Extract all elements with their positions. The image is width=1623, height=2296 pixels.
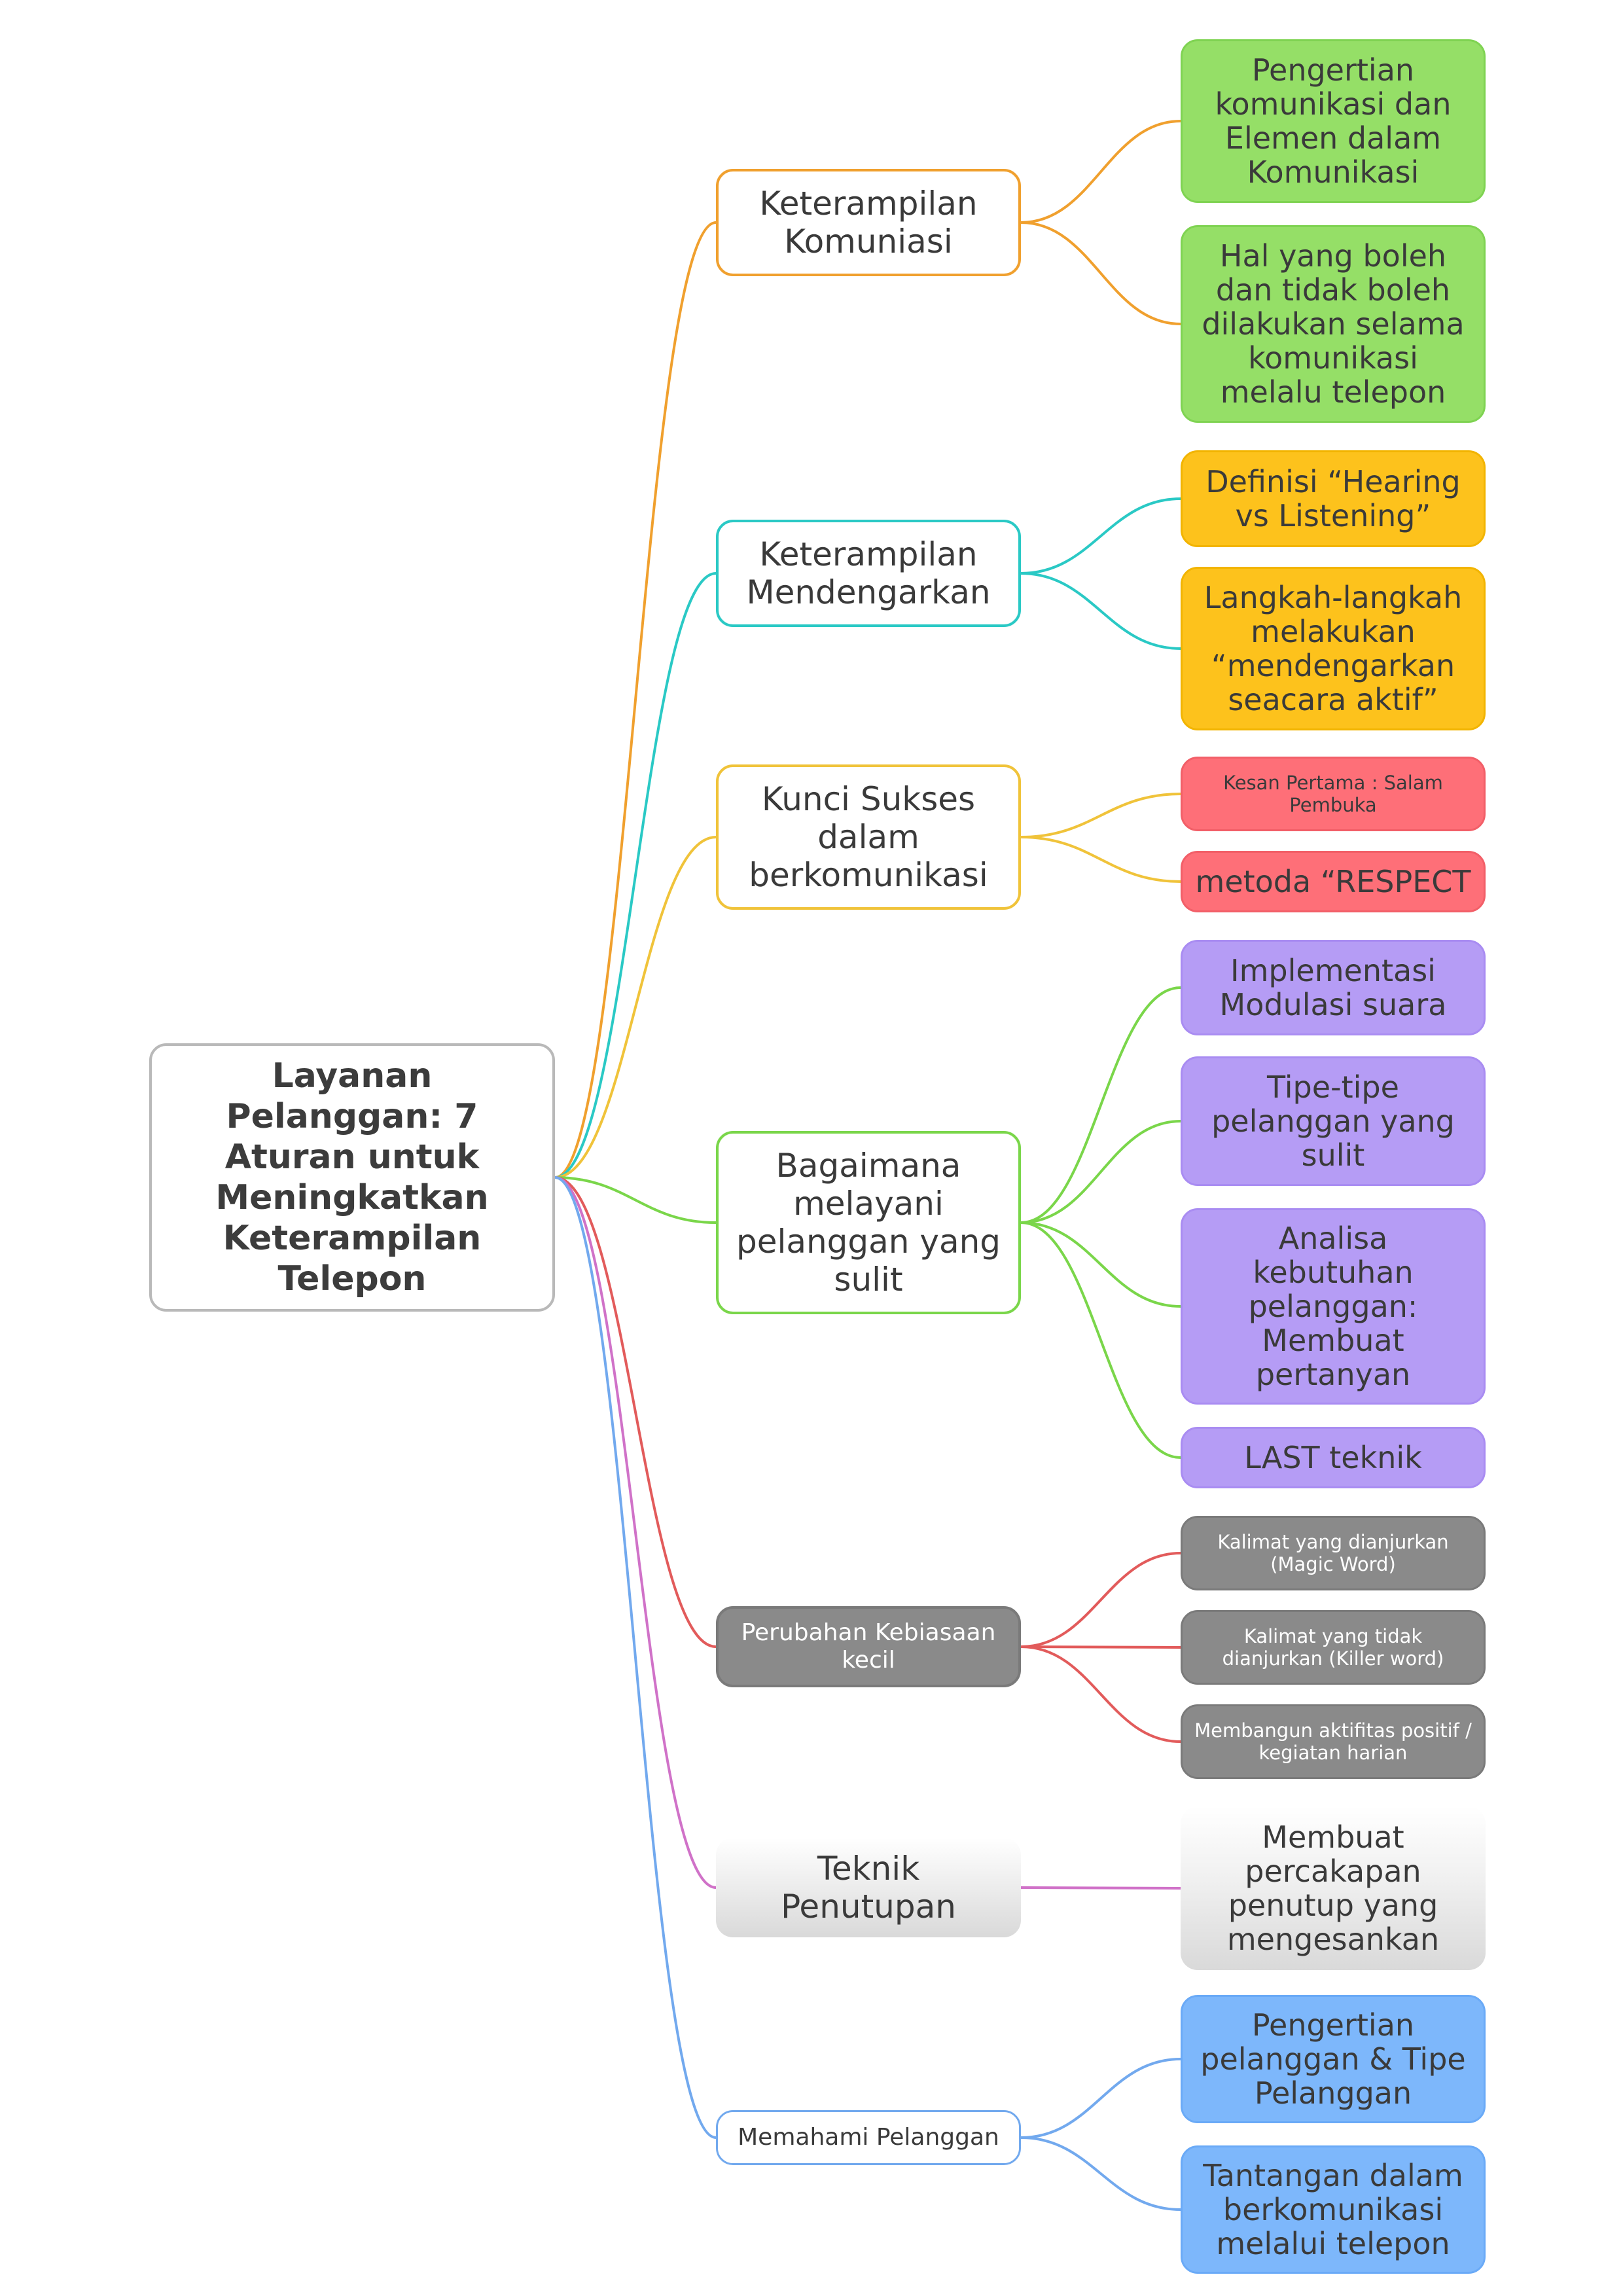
branch-leaf-connector <box>1020 986 1181 1224</box>
leaf-killer-word[interactable]: Kalimat yang tidak dianjurkan (Killer wo… <box>1181 1610 1486 1685</box>
leaf-metoda-respect[interactable]: metoda “RESPECT <box>1181 851 1486 912</box>
branch-keterampilan-komunikasi[interactable]: Keterampilan Komuniasi <box>716 169 1021 276</box>
branch-leaf-connector <box>1020 1221 1181 1308</box>
branch-perubahan-kebiasaan[interactable]: Perubahan Kebiasaan kecil <box>716 1606 1021 1687</box>
leaf-magic-word[interactable]: Kalimat yang dianjurkan (Magic Word) <box>1181 1516 1486 1590</box>
branch-leaf-connector <box>1020 793 1181 838</box>
leaf-last-teknik[interactable]: LAST teknik <box>1181 1427 1486 1488</box>
branch-keterampilan-mendengarkan[interactable]: Keterampilan Mendengarkan <box>716 520 1021 627</box>
leaf-kesan-pertama[interactable]: Kesan Pertama : Salam Pembuka <box>1181 757 1486 831</box>
branch-label: Perubahan Kebiasaan kecil <box>741 1619 996 1674</box>
root-branch-connector <box>554 836 717 1179</box>
branch-melayani-pelanggan-sulit[interactable]: Bagaimana melayani pelanggan yang sulit <box>716 1131 1021 1314</box>
root-branch-connector <box>554 221 717 1179</box>
root-label: Layanan Pelanggan: 7 Aturan untuk Mening… <box>215 1056 489 1299</box>
leaf-langkah-mendengarkan[interactable]: Langkah-langkah melakukan “mendengarkan … <box>1181 567 1486 730</box>
leaf-definisi-hearing[interactable]: Definisi “Hearing vs Listening” <box>1181 450 1486 547</box>
branch-leaf-connector <box>1020 221 1181 325</box>
branch-label: Keterampilan Komuniasi <box>759 185 978 260</box>
leaf-pengertian-pelanggan[interactable]: Pengertian pelanggan & Tipe Pelanggan <box>1181 1995 1486 2123</box>
leaf-aktifitas-positif[interactable]: Membangun aktifitas positif / kegiatan h… <box>1181 1704 1486 1779</box>
leaf-tipe-pelanggan-sulit[interactable]: Tipe-tipe pelanggan yang sulit <box>1181 1056 1486 1186</box>
leaf-label: Membangun aktifitas positif / kegiatan h… <box>1194 1719 1472 1764</box>
branch-teknik-penutupan[interactable]: Teknik Penutupan <box>716 1838 1021 1937</box>
root-branch-connector <box>554 1176 717 1648</box>
branch-leaf-connector <box>1020 1120 1181 1224</box>
leaf-label: Kesan Pertama : Salam Pembuka <box>1223 772 1443 816</box>
branch-label: Teknik Penutupan <box>781 1850 956 1926</box>
leaf-percakapan-penutup[interactable]: Membuat percakapan penutup yang mengesan… <box>1181 1806 1486 1970</box>
root-branch-connector <box>554 1176 717 1889</box>
leaf-label: Hal yang boleh dan tidak boleh dilakukan… <box>1202 238 1465 410</box>
leaf-tantangan-komunikasi[interactable]: Tantangan dalam berkomunikasi melalui te… <box>1181 2145 1486 2274</box>
leaf-label: Tipe-tipe pelanggan yang sulit <box>1211 1069 1455 1173</box>
leaf-hal-boleh-tidak-boleh[interactable]: Hal yang boleh dan tidak boleh dilakukan… <box>1181 225 1486 423</box>
branch-leaf-connector <box>1020 572 1181 650</box>
branch-label: Keterampilan Mendengarkan <box>746 535 991 611</box>
branch-label: Memahami Pelanggan <box>738 2124 999 2151</box>
branch-memahami-pelanggan[interactable]: Memahami Pelanggan <box>716 2110 1021 2165</box>
leaf-label: Implementasi Modulasi suara <box>1219 953 1447 1022</box>
branch-leaf-connector <box>1020 497 1181 575</box>
leaf-label: Tantangan dalam berkomunikasi melalui te… <box>1203 2158 1463 2261</box>
branch-leaf-connector <box>1020 2136 1181 2211</box>
branch-leaf-connector <box>1020 2058 1181 2139</box>
branch-leaf-connector <box>1020 1645 1181 1743</box>
leaf-pengertian-komunikasi[interactable]: Pengertian komunikasi dan Elemen dalam K… <box>1181 39 1486 203</box>
leaf-label: Kalimat yang tidak dianjurkan (Killer wo… <box>1222 1625 1444 1670</box>
branch-leaf-connector <box>1020 1552 1181 1648</box>
leaf-label: Pengertian pelanggan & Tipe Pelanggan <box>1200 2007 1466 2111</box>
root-branch-connector <box>554 572 717 1179</box>
branch-label: Kunci Sukses dalam berkomunikasi <box>749 780 988 894</box>
branch-leaf-connector <box>1020 836 1181 883</box>
leaf-label: Langkah-langkah melakukan “mendengarkan … <box>1204 580 1463 717</box>
root-branch-connector <box>554 1176 717 2139</box>
leaf-label: Definisi “Hearing vs Listening” <box>1205 464 1461 533</box>
leaf-analisa-kebutuhan[interactable]: Analisa kebutuhan pelanggan: Membuat per… <box>1181 1208 1486 1405</box>
branch-label: Bagaimana melayani pelanggan yang sulit <box>736 1147 1001 1299</box>
branch-leaf-connector <box>1020 1221 1181 1459</box>
leaf-label: Analisa kebutuhan pelanggan: Membuat per… <box>1248 1221 1418 1392</box>
leaf-label: LAST teknik <box>1244 1440 1422 1475</box>
root-node[interactable]: Layanan Pelanggan: 7 Aturan untuk Mening… <box>149 1043 555 1312</box>
branch-kunci-sukses[interactable]: Kunci Sukses dalam berkomunikasi <box>716 764 1021 910</box>
leaf-label: metoda “RESPECT <box>1195 864 1471 899</box>
leaf-label: Membuat percakapan penutup yang mengesan… <box>1226 1820 1440 1957</box>
leaf-label: Pengertian komunikasi dan Elemen dalam K… <box>1215 52 1452 190</box>
leaf-modulasi-suara[interactable]: Implementasi Modulasi suara <box>1181 940 1486 1035</box>
leaf-label: Kalimat yang dianjurkan (Magic Word) <box>1217 1531 1449 1575</box>
root-branch-connector <box>554 1176 717 1224</box>
branch-leaf-connector <box>1020 120 1181 224</box>
